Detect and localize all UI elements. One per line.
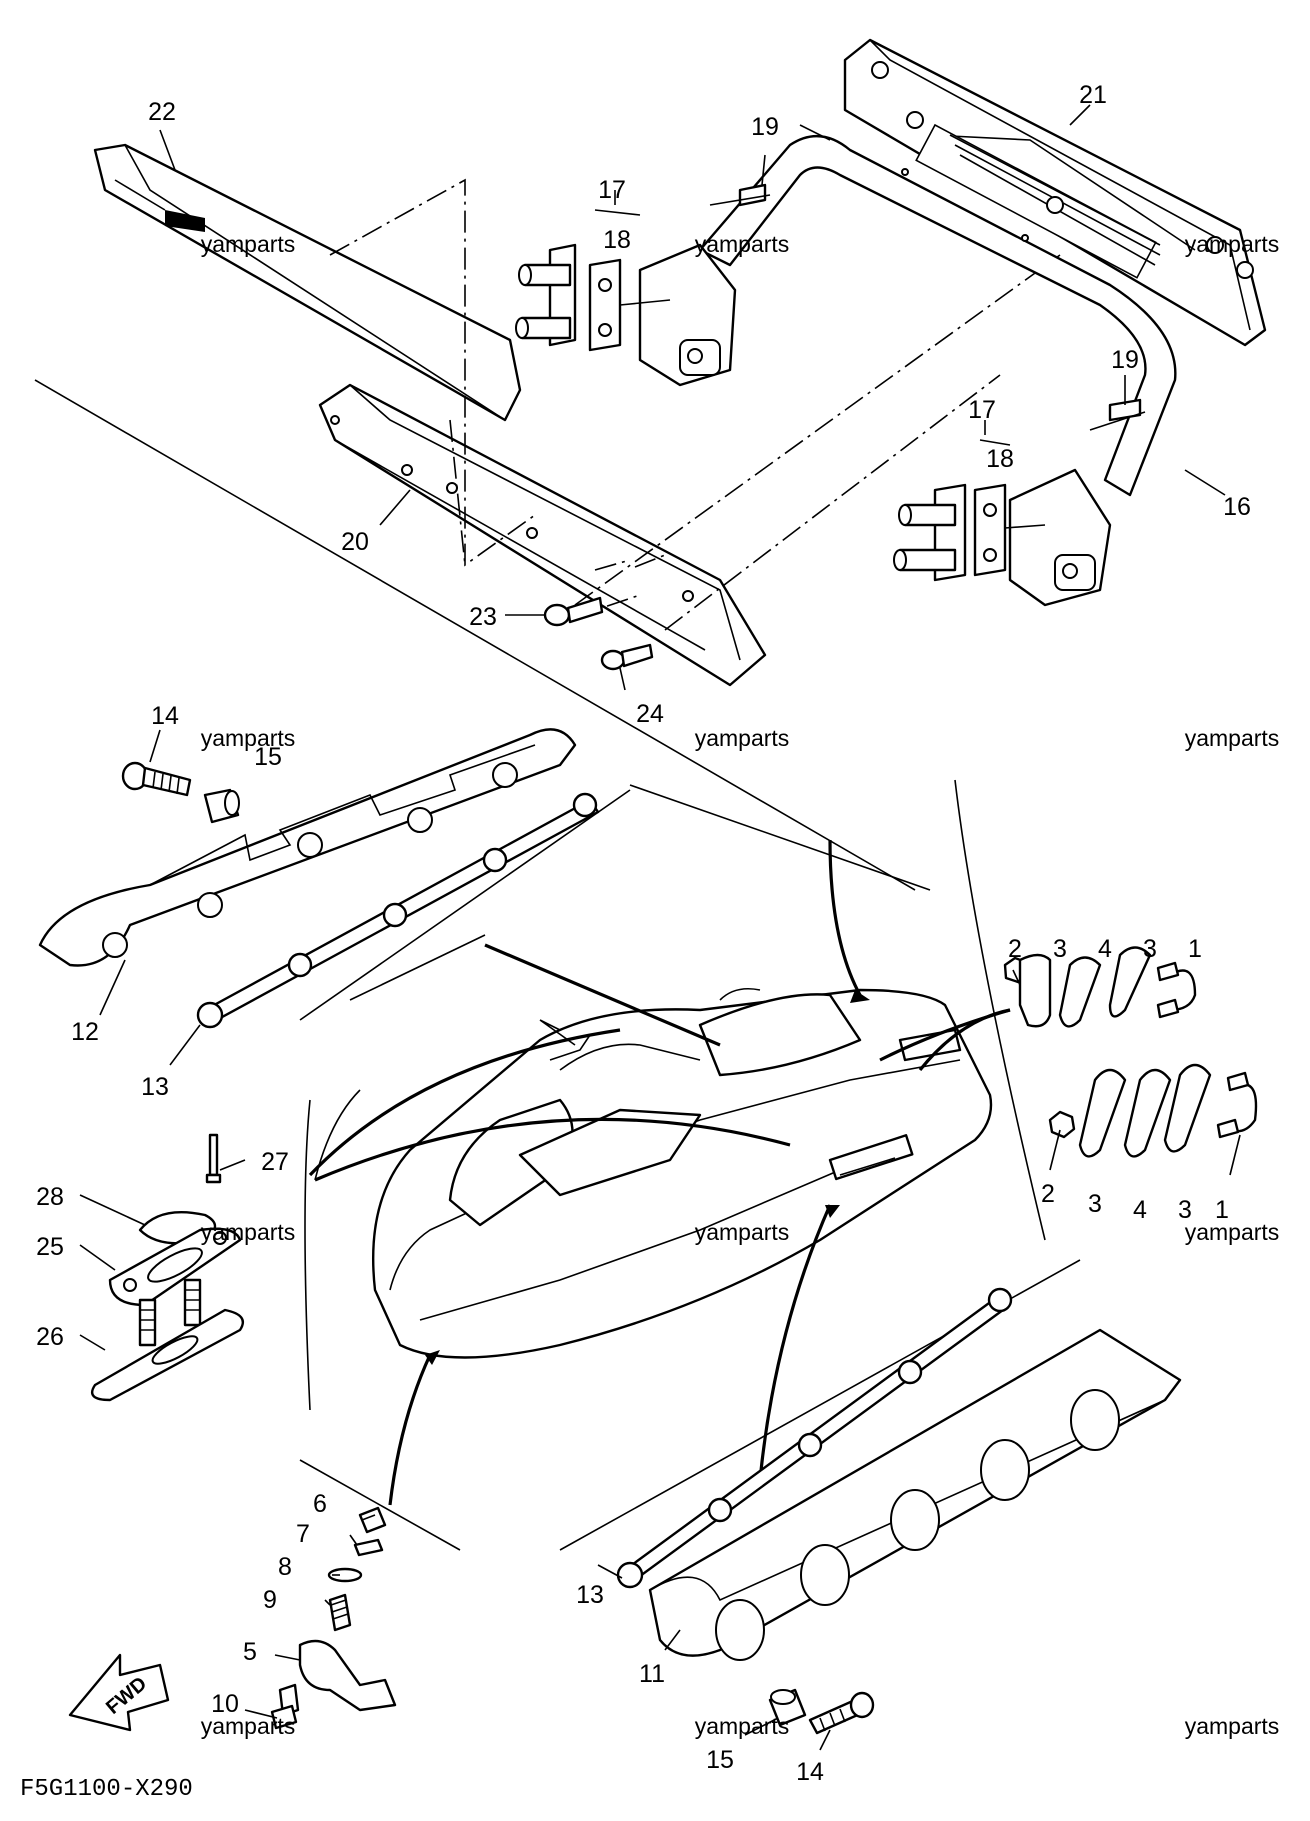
watermarks: yamparts yamparts yamparts yamparts yamp…	[201, 231, 1280, 1739]
callout-1-upper: 1	[1188, 935, 1202, 963]
bolt-14-lower	[808, 1691, 875, 1735]
fwd-arrow-icon	[68, 1653, 170, 1732]
leader-lines	[79, 104, 1241, 1751]
callout-13-lower: 13	[576, 1581, 604, 1609]
callout-24: 24	[636, 700, 664, 728]
callout-4-upper: 4	[1098, 935, 1112, 963]
callout-20: 20	[341, 528, 369, 556]
part-13-right-rail	[616, 1287, 1013, 1589]
callout-2-upper: 2	[1008, 935, 1022, 963]
callout-16: 16	[1223, 493, 1251, 521]
callout-17-upper: 17	[598, 176, 626, 204]
callout-labels: 22 21 19 17 18 19 17 18 16 20 23 24 14 1…	[36, 81, 1251, 1786]
part-20-grab-bar	[318, 383, 767, 687]
collar-15-upper	[203, 788, 240, 824]
callout-13-upper: 13	[141, 1073, 169, 1101]
part-13-left-rail	[196, 792, 600, 1029]
callout-2-lower: 2	[1041, 1180, 1055, 1208]
callout-9: 9	[263, 1586, 277, 1614]
watermark: yamparts	[201, 231, 296, 257]
watermark: yamparts	[695, 1713, 790, 1739]
part-11-right-sponson	[648, 1328, 1182, 1661]
callout-3-upper-a: 3	[1053, 935, 1067, 963]
callout-27: 27	[261, 1148, 289, 1176]
part-12-left-sponson	[38, 728, 577, 967]
callout-1-lower: 1	[1215, 1196, 1229, 1224]
watermark: yamparts	[1185, 231, 1280, 257]
callout-6: 6	[313, 1490, 327, 1518]
callout-25: 25	[36, 1233, 64, 1261]
callout-14-lower: 14	[796, 1758, 824, 1786]
callout-10: 10	[211, 1690, 239, 1718]
collar-15-lower	[768, 1688, 807, 1727]
bracket-right	[893, 398, 1146, 607]
callout-22: 22	[148, 98, 176, 126]
watermark: yamparts	[1185, 1219, 1280, 1245]
callout-26: 26	[36, 1323, 64, 1351]
callout-8: 8	[278, 1553, 292, 1581]
callout-5: 5	[243, 1638, 257, 1666]
callout-23: 23	[469, 603, 497, 631]
callout-28: 28	[36, 1183, 64, 1211]
callout-3-lower-b: 3	[1178, 1196, 1192, 1224]
bracket-left	[515, 183, 771, 387]
watermark: yamparts	[201, 1713, 296, 1739]
part-21-rear-panel	[843, 38, 1267, 347]
screws-23-24	[543, 596, 654, 671]
callout-19-upper: 19	[751, 113, 779, 141]
callout-19-lower: 19	[1111, 346, 1139, 374]
callout-14-upper: 14	[151, 702, 179, 730]
section-dividers	[34, 379, 1081, 1551]
callout-7: 7	[296, 1520, 310, 1548]
watermark: yamparts	[201, 1219, 296, 1245]
watermark: yamparts	[1185, 725, 1280, 751]
location-arrows	[308, 839, 1011, 1506]
watermark: yamparts	[695, 1219, 790, 1245]
drain-plug-group	[270, 1506, 397, 1730]
callout-15-upper: 15	[254, 743, 282, 771]
hardware-set-upper	[1003, 946, 1197, 1028]
watermark: yamparts	[695, 231, 790, 257]
callout-12: 12	[71, 1018, 99, 1046]
bolt-14-upper	[121, 761, 192, 797]
hardware-set-lower	[1048, 1063, 1258, 1158]
callout-17-lower: 17	[968, 396, 996, 424]
diagram-code: F5G1100-X290	[20, 1776, 193, 1803]
callout-21: 21	[1079, 81, 1107, 109]
callout-15-lower: 15	[706, 1746, 734, 1774]
callout-4-lower: 4	[1133, 1196, 1147, 1224]
callout-18-lower: 18	[986, 445, 1014, 473]
watermark: yamparts	[201, 725, 296, 751]
cleat-group	[90, 1133, 245, 1402]
callout-18-upper: 18	[603, 226, 631, 254]
callout-3-lower-a: 3	[1088, 1190, 1102, 1218]
watercraft-hull	[372, 987, 993, 1359]
watermark: yamparts	[1185, 1713, 1280, 1739]
part-22-cover	[93, 143, 522, 422]
watermark: yamparts	[695, 725, 790, 751]
callout-3-upper-b: 3	[1143, 935, 1157, 963]
part-16-rail-tube	[698, 124, 1177, 497]
callout-11: 11	[639, 1660, 665, 1688]
